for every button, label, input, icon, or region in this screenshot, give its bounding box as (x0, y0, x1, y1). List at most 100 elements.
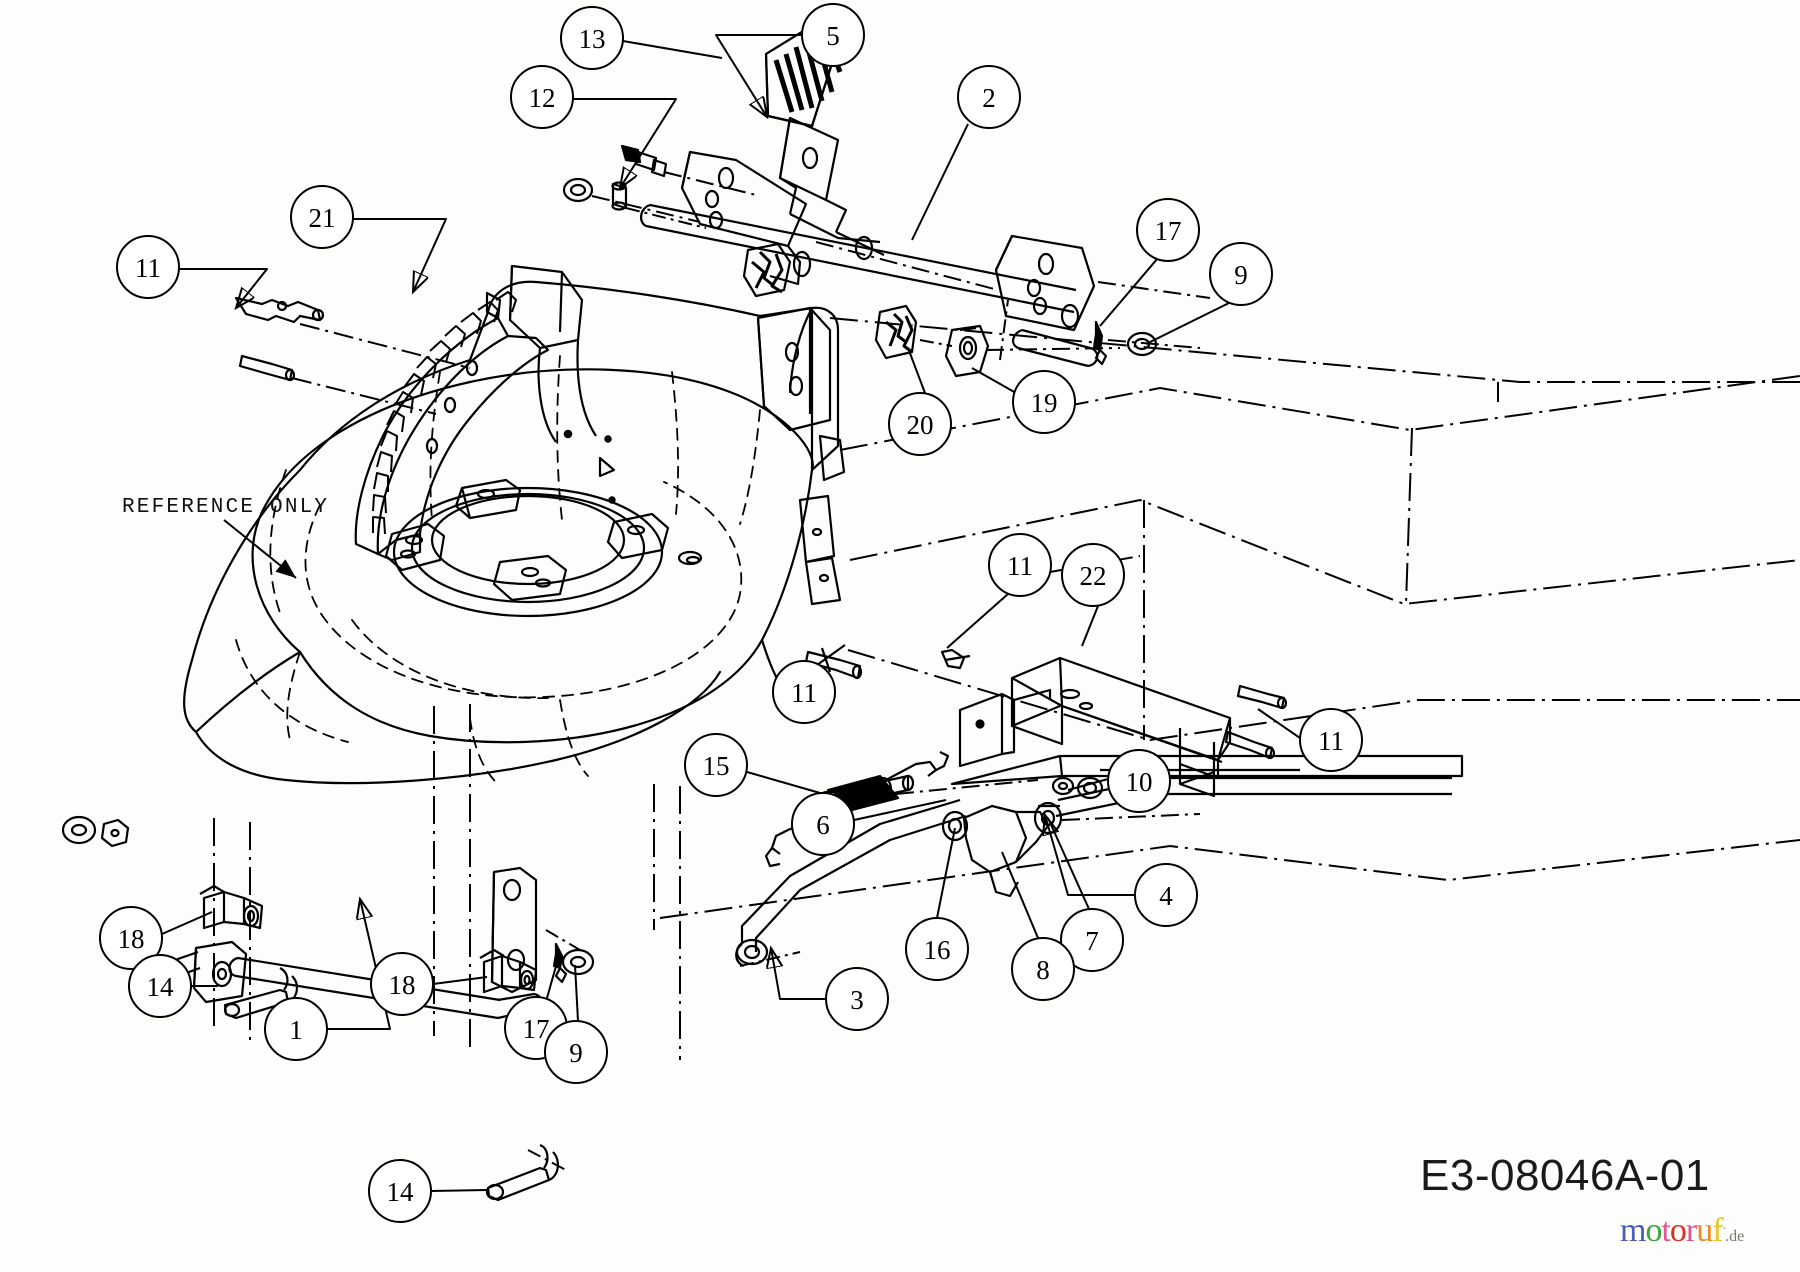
callout-leader-18 (432, 976, 488, 985)
callout-leader-lines (161, 34, 1301, 1192)
logo-letter-2: t (1661, 1212, 1671, 1249)
height-adjust-toothed-plate (354, 291, 550, 562)
callout-number: 3 (850, 985, 864, 1015)
callout-circle (825, 967, 889, 1031)
callout-number: 2 (982, 83, 996, 113)
callout-bubble-18[interactable]: 18 (99, 906, 163, 970)
callout-circle (99, 906, 163, 970)
extension-spring-15 (764, 751, 950, 868)
callout-leader-21 (353, 218, 447, 292)
callout-circle (957, 65, 1021, 129)
callout-bubble-9[interactable]: 9 (544, 1020, 608, 1084)
callout-bubble-14[interactable]: 14 (128, 954, 192, 1018)
callout-bubble-21[interactable]: 21 (290, 185, 354, 249)
callout-bubble-1[interactable]: 1 (264, 997, 328, 1061)
centerline-chain-construction-lines (213, 171, 1800, 1171)
callout-leader-18 (161, 911, 213, 935)
flange-bushings-18 (199, 884, 538, 994)
callout-bubble-4[interactable]: 4 (1134, 863, 1198, 927)
callout-bubble-12[interactable]: 12 (510, 65, 574, 129)
callout-bubble-7[interactable]: 7 (1060, 908, 1124, 972)
callout-leader-13 (622, 40, 723, 59)
callout-number: 18 (118, 924, 145, 954)
callout-leader-11 (1257, 708, 1301, 739)
callout-circle (264, 997, 328, 1061)
callout-number: 14 (147, 972, 175, 1002)
callout-circle (905, 917, 969, 981)
callout-bubble-8[interactable]: 8 (1011, 937, 1075, 1001)
callout-leader-20 (907, 347, 926, 394)
callout-bubble-18[interactable]: 18 (370, 952, 434, 1016)
callout-number: 11 (791, 678, 817, 708)
callout-bubble-3[interactable]: 3 (825, 967, 889, 1031)
callout-bubble-9[interactable]: 9 (1209, 242, 1273, 306)
callout-number: 19 (1031, 388, 1058, 418)
callout-bubble-15[interactable]: 15 (684, 733, 748, 797)
callout-circle (116, 235, 180, 299)
callout-number: 5 (826, 21, 840, 51)
callout-bubble-2[interactable]: 2 (957, 65, 1021, 129)
callout-leader-5 (715, 34, 802, 117)
callout-number: 20 (907, 410, 934, 440)
callout-leader-16 (936, 827, 956, 919)
callout-leader-8 (1001, 851, 1039, 939)
callout-circle (1061, 543, 1125, 607)
callout-number: 11 (1007, 551, 1033, 581)
callout-bubble-19[interactable]: 19 (1012, 370, 1076, 434)
pedal-and-shaft-assembly (640, 20, 1099, 368)
callout-bubble-6[interactable]: 6 (791, 792, 855, 856)
callout-leader-11 (946, 593, 1009, 649)
callout-number: 13 (579, 24, 606, 54)
callout-number: 4 (1159, 881, 1173, 911)
callout-number: 7 (1085, 926, 1099, 956)
callout-bubble-11[interactable]: 11 (116, 235, 180, 299)
callout-bubble-16[interactable]: 16 (905, 917, 969, 981)
callout-leader-4 (1045, 815, 1135, 896)
callout-bubble-17[interactable]: 17 (1136, 198, 1200, 262)
callout-bubble-11[interactable]: 11 (988, 533, 1052, 597)
callout-number: 8 (1036, 955, 1050, 985)
bottom-hardware-17-9 (552, 942, 595, 984)
callout-bubble-20[interactable]: 20 (888, 392, 952, 456)
motoruf-watermark-logo: motoruf..de (1620, 1212, 1744, 1250)
drawing-part-number: E3-08046A-01 (1420, 1151, 1710, 1200)
callout-bubble-5[interactable]: 5 (801, 3, 865, 67)
callout-leader-17 (1099, 257, 1159, 327)
callout-circle (1134, 863, 1198, 927)
callout-circle (1107, 749, 1171, 813)
logo-letter-6: f (1712, 1212, 1723, 1249)
callout-circle (1012, 370, 1076, 434)
callout-leader-7 (1047, 817, 1090, 910)
callout-bubble-11[interactable]: 11 (1299, 708, 1363, 772)
logo-letter-3: o (1669, 1212, 1687, 1249)
callout-circle (888, 392, 952, 456)
callout-bubble-13[interactable]: 13 (560, 6, 624, 70)
callout-number: 10 (1126, 767, 1153, 797)
callout-number: 12 (529, 83, 556, 113)
rear-support-bracket-22 (958, 656, 1232, 798)
callout-leader-1 (327, 899, 391, 1030)
callout-bubble-10[interactable]: 10 (1107, 749, 1171, 813)
callout-number: 16 (924, 935, 951, 965)
logo-letter-5: u (1696, 1212, 1713, 1249)
callout-bubble-11[interactable]: 11 (772, 660, 836, 724)
callout-circle (290, 185, 354, 249)
callout-circle (772, 660, 836, 724)
callout-number: 6 (816, 810, 830, 840)
callout-number: 22 (1080, 561, 1107, 591)
mower-deck-reference-outline (183, 280, 840, 785)
callout-circle (684, 733, 748, 797)
deck-spindle-housing (384, 429, 703, 618)
callout-leader-3 (771, 948, 826, 1000)
callout-bubble-22[interactable]: 22 (1061, 543, 1125, 607)
callout-bubble-14[interactable]: 14 (368, 1159, 432, 1223)
logo-tld: .de (1725, 1228, 1745, 1245)
callout-circle (988, 533, 1052, 597)
callout-circle (560, 6, 624, 70)
callout-number: 9 (569, 1038, 583, 1068)
callout-circle (368, 1159, 432, 1223)
callout-number: 11 (135, 253, 161, 283)
